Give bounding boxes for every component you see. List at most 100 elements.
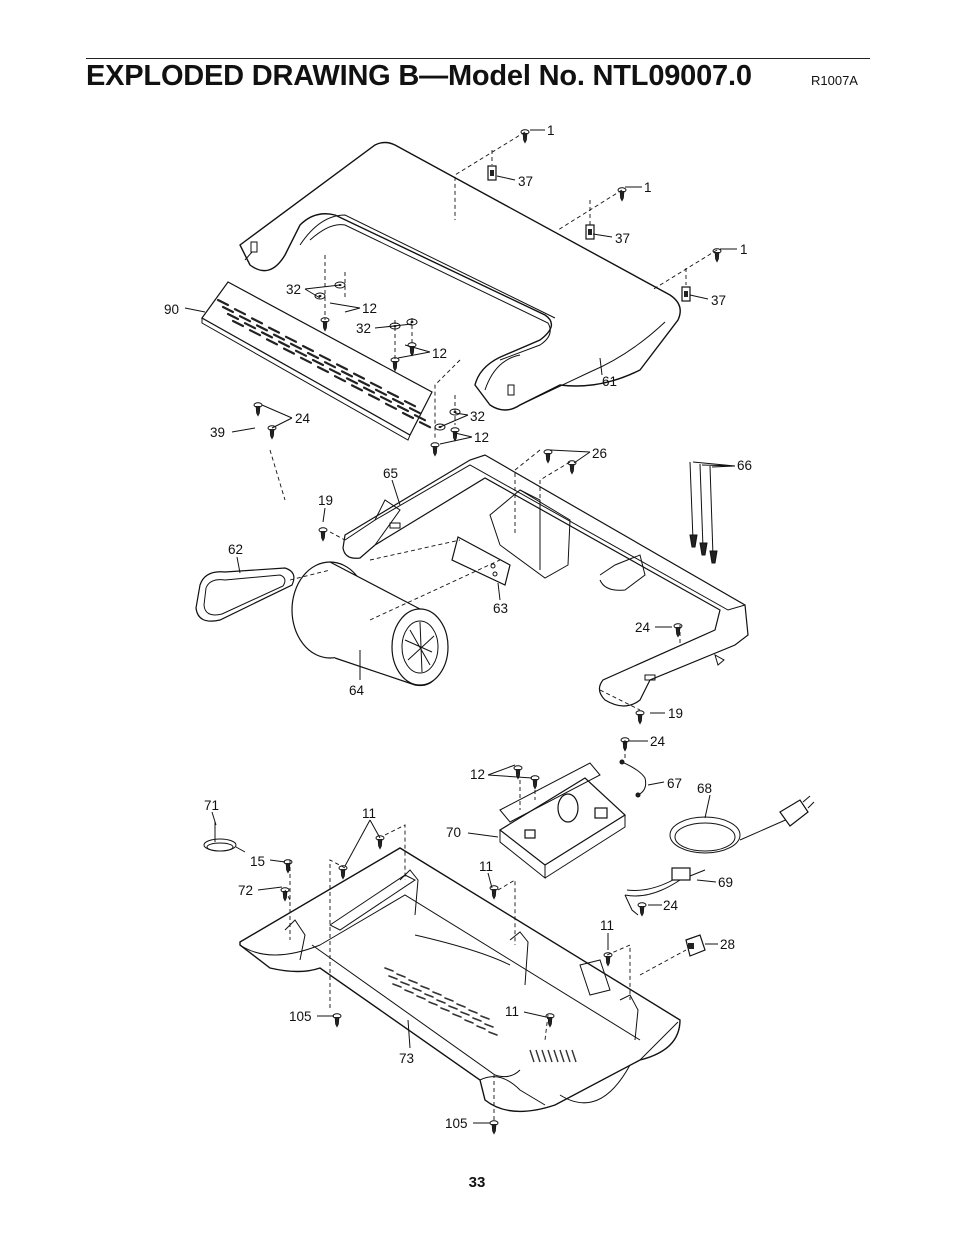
screw-icon [520,129,530,144]
callout-1b: 1 [644,180,652,195]
wire-harness-part-69 [624,867,706,916]
vent-slot [452,1013,462,1018]
grille-slot [369,381,383,389]
callout-12d: 12 [470,767,485,782]
grille-slot [248,329,262,337]
grille-slot [352,372,366,380]
callout-69: 69 [718,875,733,890]
grille-slot [299,356,313,364]
vent-slot [388,975,398,980]
screw-icon [635,710,645,725]
callout-11b: 11 [479,859,493,874]
vent-slot [404,989,414,994]
grille-part-90 [201,281,433,441]
vent-slot [480,1015,490,1020]
callout-39: 39 [210,425,225,440]
power-cord-part-68 [669,795,815,854]
grille-slot [301,344,315,353]
grille-slot [340,370,354,378]
grille-slot [318,354,332,362]
screw-icon [318,527,328,542]
grille-slot [323,361,337,369]
callout-12b: 12 [432,346,447,361]
grille-slot [357,379,371,387]
vent-slot [444,997,454,1002]
screw-icon [673,623,683,638]
vent-slot [436,999,446,1004]
callout-19a: 19 [318,493,333,508]
grille-slot [350,384,364,392]
wire-coil-part-71 [203,822,246,853]
vent-slot [460,1011,470,1016]
grille-slot [272,333,286,341]
callout-24a: 24 [295,411,311,426]
grille-slot [316,365,330,374]
assembly-lines [269,131,718,1120]
grille-slot [231,319,245,328]
callout-32c: 32 [470,409,485,424]
screw-icon [280,887,290,902]
callout-37a: 37 [518,174,533,189]
vent-slot [553,1049,559,1063]
callout-62: 62 [228,542,243,557]
screw-icon [712,248,722,263]
motor-part-64 [291,561,449,687]
callout-24c: 24 [650,734,666,749]
callout-64: 64 [349,683,365,698]
callout-71: 71 [204,798,219,813]
grille-slot [289,342,303,350]
vent-slot [472,1017,482,1022]
grille-slot [260,331,274,339]
screw-icon [637,902,647,917]
vent-slot [432,991,442,996]
vent-slot [476,1025,486,1030]
grille-slot [396,404,410,413]
grille-slot [233,308,247,316]
grille-slot [408,407,422,415]
callout-90: 90 [164,302,179,317]
callout-19b: 19 [668,706,683,721]
page-number: 33 [468,1174,486,1191]
screw-icon [567,460,577,475]
callout-61: 61 [602,374,617,389]
page-title: EXPLODED DRAWING B—Model No. NTL09007.0 [86,60,752,92]
callout-11a: 11 [362,806,376,821]
grille-slot [216,298,230,307]
callout-24b: 24 [635,620,651,635]
callout-1c: 1 [740,242,748,257]
screw-icon [430,442,440,457]
callout-28: 28 [720,937,735,952]
grille-slot [255,324,269,332]
grille-slot [328,368,342,376]
grille-slot [277,340,291,348]
callout-72: 72 [238,883,253,898]
motor-frame-part-65 [342,454,749,707]
callout-12c: 12 [474,430,489,445]
callout-12a: 12 [362,301,377,316]
callout-37b: 37 [615,231,630,246]
screw-icon [320,317,330,332]
grille-slot [294,349,308,357]
vent-slot [541,1049,547,1063]
grille-slot [284,335,298,343]
motor-hood-part-61 [239,141,681,411]
vent-slot [484,1023,494,1028]
vent-slot [424,993,434,998]
vent-slot [412,987,422,992]
screw-icon [338,865,348,880]
vent-slot [456,1003,466,1008]
callout-63: 63 [493,601,508,616]
clip-icon [681,286,691,302]
clip-icon [585,224,595,240]
grille-slot [335,363,349,371]
callout-73: 73 [399,1051,414,1066]
callout-66: 66 [737,458,752,473]
screw-icon [390,357,400,372]
grille-slot [386,390,400,399]
breaker-part-28 [685,934,706,957]
grille-slot [238,315,252,323]
clip-icon [487,165,497,181]
vent-slot [547,1049,553,1063]
vent-slot [464,1019,474,1024]
washer-icon [314,292,326,300]
